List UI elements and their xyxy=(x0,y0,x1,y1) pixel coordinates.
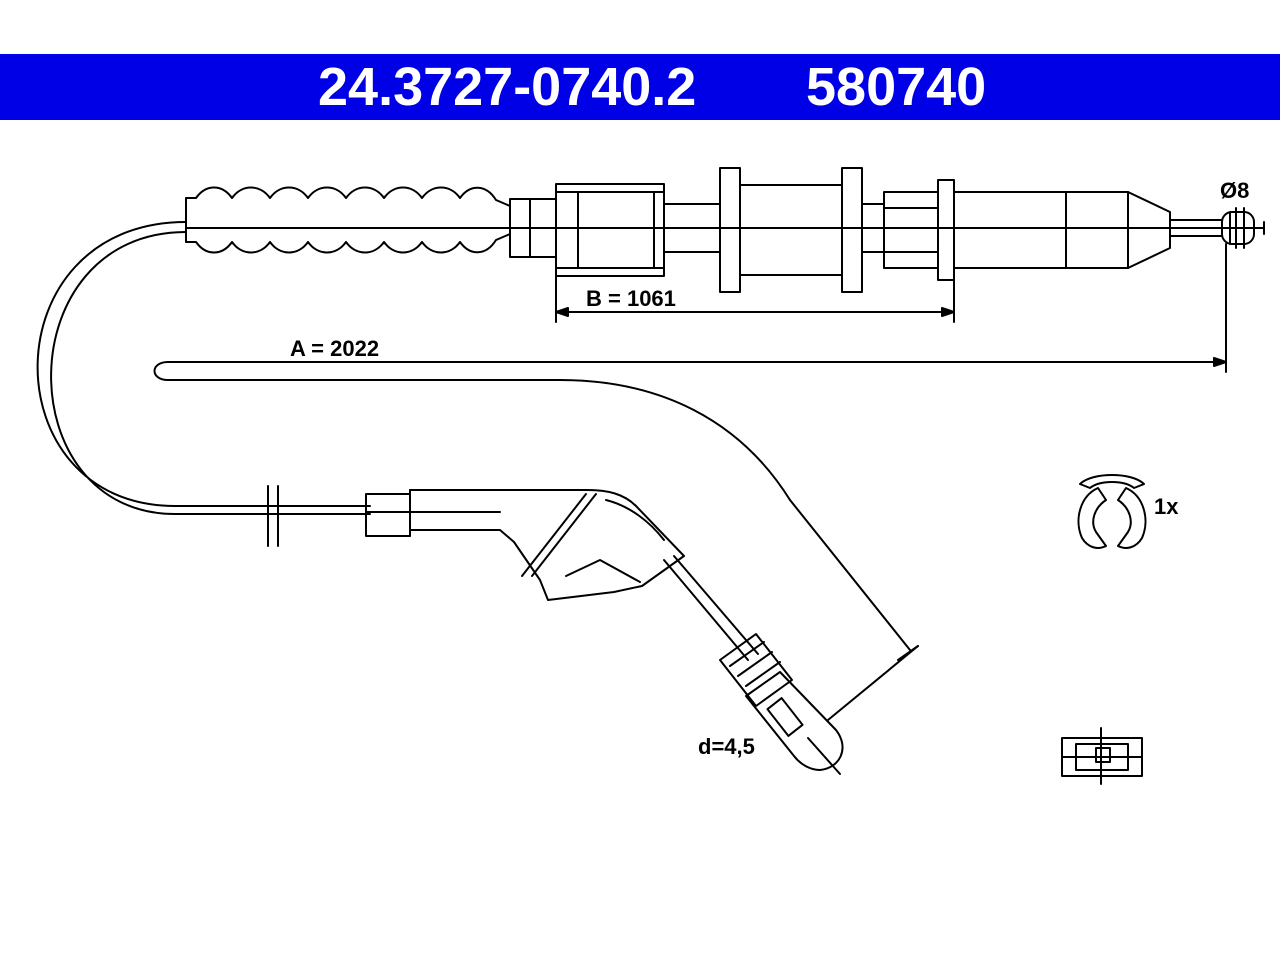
corrugated-boot xyxy=(185,186,511,254)
label-b: B = 1061 xyxy=(586,286,676,311)
label-diameter-nipple: d=4,5 xyxy=(698,734,755,759)
cable-loop xyxy=(36,221,371,515)
hex-nut xyxy=(555,183,665,277)
clip-icon xyxy=(1077,474,1147,549)
label-a: A = 2022 xyxy=(290,336,379,361)
header-band: 24.3727-0740.2 580740 xyxy=(0,54,1280,120)
dimension-a xyxy=(153,243,1227,721)
threaded-body xyxy=(663,167,1171,293)
end-nipple xyxy=(1221,207,1265,249)
housing-bracket xyxy=(365,489,685,601)
dimension-b xyxy=(555,275,955,323)
reference-number: 580740 xyxy=(806,57,987,117)
mounting-symbol-icon xyxy=(1061,727,1143,785)
label-clip-quantity: 1x xyxy=(1154,494,1179,519)
part-number: 24.3727-0740.2 xyxy=(318,57,697,117)
cable-ring xyxy=(267,485,279,547)
sleeve xyxy=(509,198,557,258)
end-cable xyxy=(663,555,759,661)
label-diameter-end: Ø8 xyxy=(1220,178,1249,203)
inner-cable xyxy=(555,211,1265,245)
end-terminal xyxy=(719,633,844,775)
